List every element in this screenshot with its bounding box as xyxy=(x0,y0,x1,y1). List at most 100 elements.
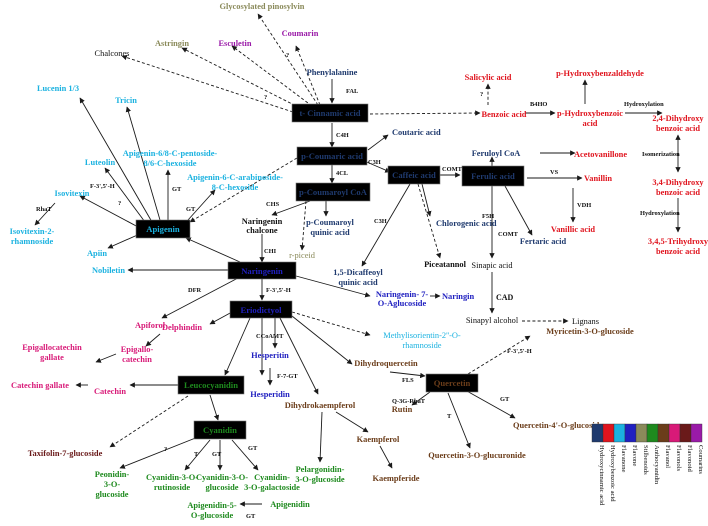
enzyme-gt-cy2: GT xyxy=(248,445,258,452)
box-leucocyanidin: Leucocyanidin xyxy=(177,375,245,395)
label-feruloyl-coa: Feruloyl CoA xyxy=(472,149,521,158)
label-lucenin: Lucenin 1/3 xyxy=(37,84,79,93)
label-isovitexin-rham-l1: Isovitexin-2- xyxy=(10,227,55,236)
edge-caffeic-dicaffeoyl xyxy=(361,183,411,267)
enzyme-fls: FLS xyxy=(402,377,414,384)
box-naringenin-label: Naringenin xyxy=(241,266,283,276)
enzyme-gt-api: GT xyxy=(246,513,256,520)
edge-apigenin-lucenin xyxy=(79,97,153,223)
box-eriodictyol-label: Eriodictyol xyxy=(240,305,282,315)
legend-label: Stilbenoids xyxy=(642,445,649,475)
edge-cinnamic-coumarin xyxy=(231,45,313,107)
label-chalcones: Chalcones xyxy=(95,49,130,58)
enzyme-c4h: C4H xyxy=(336,132,349,139)
enzyme-q5: ? xyxy=(164,446,167,453)
label-kaempferide: Kaempferide xyxy=(373,474,420,483)
label-p-coumaroyl-quinic-l1: p-Coumaroyl xyxy=(306,218,354,227)
label-epigallocatechin-l1: Epigallo- xyxy=(121,345,154,354)
edge-quercetin-myricetin xyxy=(467,335,531,375)
label-coumarin: Coumarin xyxy=(282,29,319,38)
label-tricin: Tricin xyxy=(115,96,137,105)
edge-eriodictyol-dihydrokaempferol xyxy=(279,317,319,395)
label-hesperidin: Hesperidin xyxy=(250,390,290,399)
label-dihydroxy34-l2: benzoic acid xyxy=(656,188,700,197)
enzyme-labels: ? ? ? ? ? FAL C4H 4CL C3H C3H COMT COMT … xyxy=(36,52,680,520)
label-pelargonidin-l2: 3-O-glucoside xyxy=(295,475,345,484)
label-benzoic: Benzoic acid xyxy=(482,110,527,119)
label-sinapic: Sinapic acid xyxy=(471,261,513,270)
edge-cyanidin-peonidin xyxy=(119,436,199,469)
label-trihydroxy-l1: 3,4,5-Trihydroxy xyxy=(648,237,708,246)
label-naringenin-glucoside-l1: Naringenin- 7- xyxy=(376,290,429,299)
edge-caffeic-chlorogenic xyxy=(421,183,432,217)
edge-cinnamic-astringin xyxy=(181,47,301,109)
edge-eriodictyol-methylisorientin xyxy=(291,311,371,337)
label-acetovanillone: Acetovanillone xyxy=(574,150,627,159)
legend-label: Flavanone xyxy=(620,445,627,473)
label-apiforol: Apiforol xyxy=(135,321,166,330)
enzyme-c3h: C3H xyxy=(368,159,381,166)
label-quercetin-4-glucoside: Quercetin-4'-O-glucoside xyxy=(513,421,603,430)
label-cyanidin-glucoside-l1: Cyanidin-3-O- xyxy=(196,473,248,482)
edge-eriodictyol-dihydroquercetin xyxy=(291,315,353,365)
label-delphinidin: Delphindin xyxy=(162,323,202,332)
legend-label: Flavonols xyxy=(675,445,682,471)
label-sinapyl: Sinapyl alcohol xyxy=(466,316,519,325)
label-astringin: Astringin xyxy=(155,39,189,48)
enzyme-f5h: F5H xyxy=(482,213,494,220)
edge-coa-chalcone xyxy=(271,200,311,216)
label-vanillin: Vanillin xyxy=(584,174,612,183)
label-peonidin-l2: 3-O- xyxy=(104,480,120,489)
edge-quercetin-glucuronide xyxy=(447,392,471,449)
box-eriodictyol: Eriodictyol xyxy=(229,300,293,319)
box-quercetin-label: Quercetin xyxy=(434,378,471,388)
legend-swatch xyxy=(668,423,681,443)
label-naringenin-glucoside-l2: O-Aglucoside xyxy=(378,299,427,308)
enzyme-f7gt: F-7-GT xyxy=(277,373,298,380)
box-apigenin-label: Apigenin xyxy=(146,224,180,234)
label-nobiletin: Nobiletin xyxy=(92,266,125,275)
label-glycosylated-pinosylvin: Glycosylated pinosylvin xyxy=(220,2,305,11)
edge-dihydroquercetin-quercetin xyxy=(389,371,426,379)
legend-swatch xyxy=(657,423,670,443)
label-isovitexin-rham-l2: rhamnoside xyxy=(11,237,54,246)
enzyme-gt1: GT xyxy=(172,186,182,193)
edge-apigenin-tricin xyxy=(125,106,161,221)
enzyme-t-cy: T xyxy=(194,451,199,458)
enzyme-comt: COMT xyxy=(442,166,463,173)
edge-epigallocatechin-gallate xyxy=(95,353,117,363)
enzyme-gt-q: GT xyxy=(500,396,510,403)
label-methylisorientin-l2: rhamnoside xyxy=(402,341,441,350)
label-lignans: Lignans xyxy=(572,317,599,326)
enzyme-t: T xyxy=(447,413,452,420)
enzyme-cad: CAD xyxy=(496,293,514,302)
label-esculetin: Esculetin xyxy=(218,39,251,48)
legend-swatch xyxy=(591,423,604,443)
box-cinnamic: t- Cinnamic acid xyxy=(291,103,369,123)
legend-label: Coumarins xyxy=(697,445,704,474)
label-peonidin-l3: glucoside xyxy=(95,490,128,499)
edge-cyanidin-galactoside xyxy=(231,439,259,471)
enzyme-f35h-q: F-3',5'-H xyxy=(507,348,532,355)
edge-leuco-cyanidin xyxy=(209,394,220,421)
label-p-hydroxybenzoic-l1: p-Hydroxybenzoic xyxy=(557,109,623,118)
enzyme-gt2: GT xyxy=(186,206,196,213)
label-luteolin: Luteolin xyxy=(85,158,116,167)
enzyme-chs: CHS xyxy=(266,201,280,208)
edge-dihydrokaempferol-kaempferol xyxy=(335,411,369,433)
edge-ferulic-fertaric xyxy=(504,185,533,236)
enzyme-hydroxylation: Hydroxylation xyxy=(624,101,664,108)
legend-swatch xyxy=(679,423,692,443)
enzyme-vs: VS xyxy=(550,169,559,176)
edge-cinnamic-benzoic xyxy=(369,110,481,116)
enzyme-dfr: DFR xyxy=(188,287,202,294)
box-caffeic-label: Caffeic acid xyxy=(392,170,436,180)
label-naringenin-chalcone-l2: chalcone xyxy=(246,226,277,235)
edges xyxy=(34,13,681,507)
box-ferulic: Ferulic acid xyxy=(461,165,525,187)
enzyme-q3: ? xyxy=(480,91,483,98)
enzyme-q3grhat: Q-3G-RhaT xyxy=(392,398,426,405)
